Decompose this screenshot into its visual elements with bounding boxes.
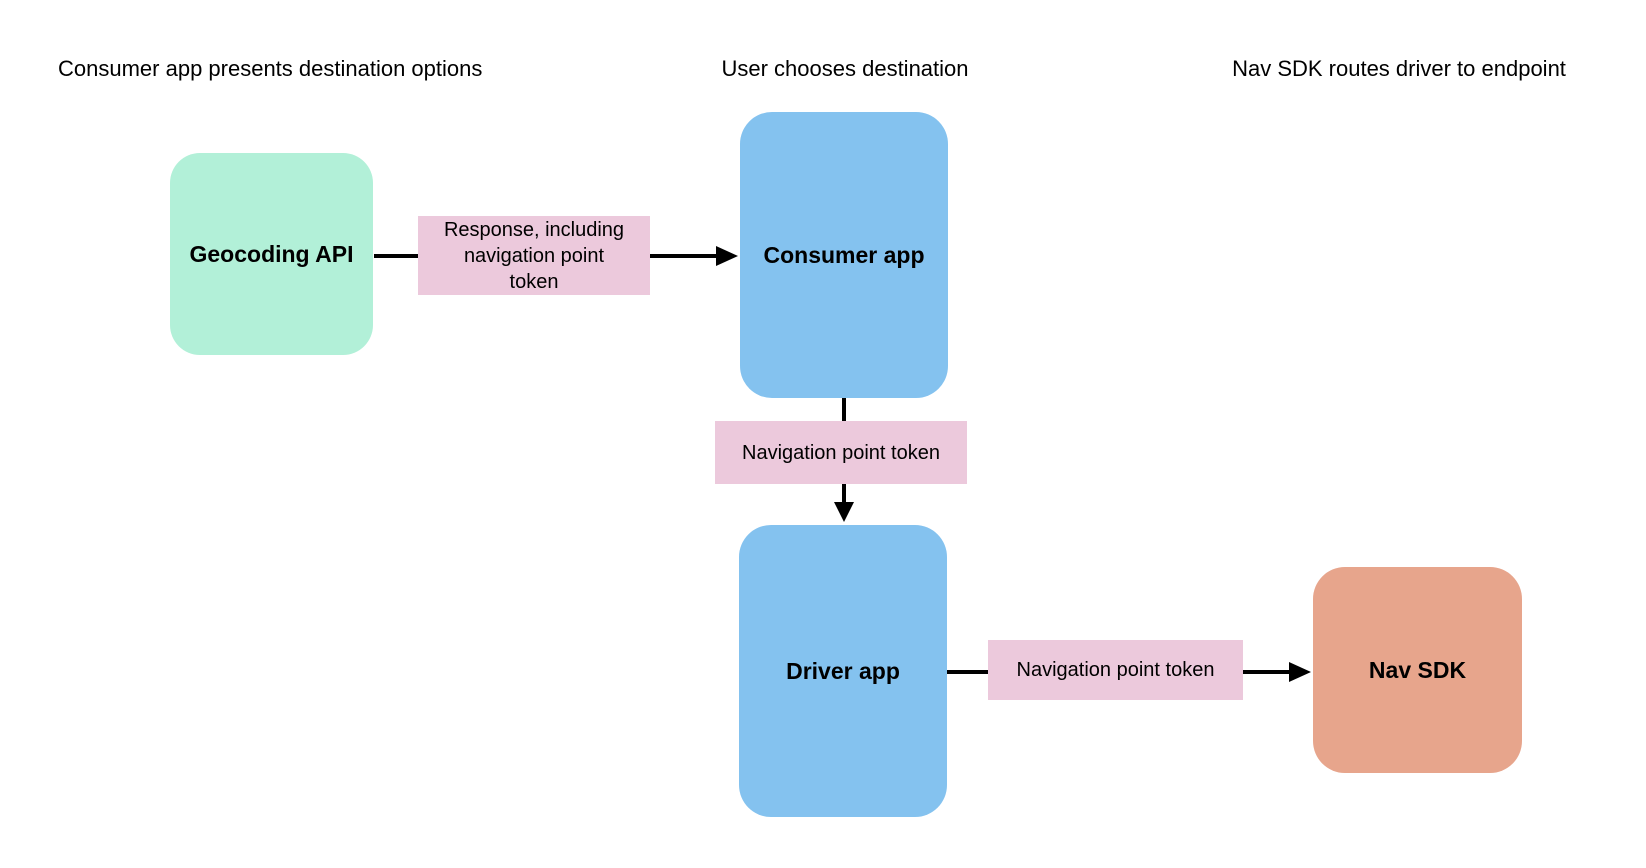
node-driver-app-label: Driver app — [786, 657, 900, 684]
column-header-navsdk-routes: Nav SDK routes driver to endpoint — [1232, 56, 1566, 81]
edge-label-navigation-point-token-horizontal: Navigation point token — [988, 640, 1243, 700]
node-nav-sdk: Nav SDK — [1313, 567, 1522, 773]
column-header-consumer-presents: Consumer app presents destination option… — [58, 56, 483, 81]
node-geocoding-api-label: Geocoding API — [189, 240, 354, 267]
node-consumer-app-label: Consumer app — [763, 241, 925, 268]
edge-label-response-including-token: Response, including navigation point tok… — [418, 216, 650, 295]
node-geocoding-api: Geocoding API — [170, 153, 373, 355]
node-consumer-app: Consumer app — [740, 112, 948, 398]
node-nav-sdk-label: Nav SDK — [1368, 656, 1467, 683]
edge-label-navigation-point-token-vertical: Navigation point token — [715, 421, 967, 484]
node-driver-app: Driver app — [739, 525, 947, 817]
column-header-user-chooses: User chooses destination — [721, 56, 969, 81]
